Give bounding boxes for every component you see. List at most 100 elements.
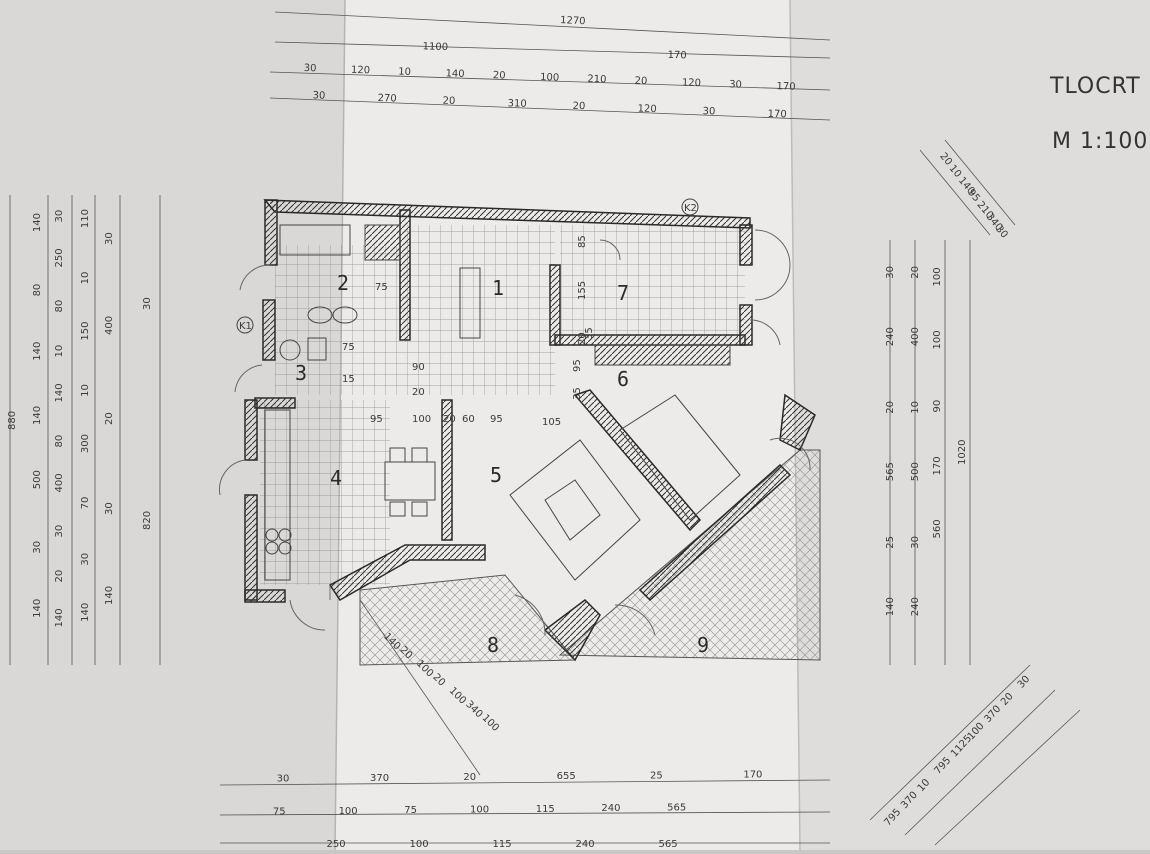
dimension-label: 100 <box>540 72 559 84</box>
annotation-k1: K1 <box>239 321 252 332</box>
dimension-label: 95 <box>490 414 503 425</box>
dimension-label: 1270 <box>560 15 586 27</box>
annotation-k2: K2 <box>684 203 697 214</box>
dimension-label: 115 <box>536 804 555 815</box>
dimension-label: 1020 <box>957 440 968 465</box>
dimension-label: 400 <box>104 316 115 335</box>
dimension-label: 10 <box>80 384 91 397</box>
dimension-label: 20 <box>634 76 647 87</box>
dimension-label: 30 <box>104 232 115 245</box>
dimension-label: 10 <box>54 345 65 358</box>
dimension-label: 565 <box>667 802 686 813</box>
dimension-label: 140 <box>32 406 43 425</box>
dimension-label: 20 <box>104 412 115 425</box>
dimension-label: 35 <box>572 387 583 400</box>
dimension-label: 20 <box>885 401 896 414</box>
dimension-label: 100 <box>932 267 943 286</box>
drawing-scale: M 1:100 <box>1052 129 1148 154</box>
dimension-label: 240 <box>576 839 595 850</box>
room-number: 9 <box>697 633 709 657</box>
dimension-label: 90 <box>412 362 425 373</box>
dimension-label: 400 <box>910 327 921 346</box>
dimension-label: 75 <box>273 807 286 818</box>
dimension-label: 155 <box>577 281 588 300</box>
dimension-label: 30 <box>277 774 290 785</box>
furniture <box>264 224 741 581</box>
dimension-label: 30 <box>54 210 65 223</box>
dimension-label: 565 <box>659 839 678 850</box>
dimension-label: 140 <box>54 383 65 402</box>
dimension-label: 30 <box>32 541 43 554</box>
dimension-label: 400 <box>54 473 65 492</box>
dimension-label: 1100 <box>422 41 448 53</box>
dimension-label: 20 <box>910 266 921 279</box>
dimension-label: 170 <box>767 109 786 121</box>
dimension-label: 565 <box>885 462 896 481</box>
dimension-label: 25 <box>885 536 896 549</box>
dimension-label: 240 <box>885 327 896 346</box>
drawing-title: TLOCRT <box>1049 74 1141 99</box>
dimension-label: 30 <box>702 106 715 117</box>
dimension-label: 20 <box>572 101 585 112</box>
dimension-label: 105 <box>542 417 561 428</box>
dimension-label: 120 <box>682 77 701 89</box>
dimension-label: 500 <box>910 462 921 481</box>
dimension-label: 140 <box>104 586 115 605</box>
dimension-label: 140 <box>54 608 65 627</box>
dimension-label: 140 <box>445 68 464 80</box>
dimension-label: 30 <box>142 297 153 310</box>
room-number: 4 <box>330 466 342 490</box>
dimension-label: 60 <box>462 414 475 425</box>
dimension-label: 100 <box>339 806 358 817</box>
dimension-label: 140 <box>885 597 896 616</box>
dimension-label: 110 <box>80 209 91 228</box>
dimension-label: 170 <box>743 769 762 780</box>
dimension-label: 30 <box>304 63 317 74</box>
door-swings <box>219 229 811 636</box>
dimension-label: 25 <box>650 770 663 781</box>
dimension-label: 20 <box>493 70 506 81</box>
dimension-label: 100 <box>470 805 489 816</box>
dimension-label: 30 <box>885 266 896 279</box>
dimension-label: 140 <box>32 213 43 232</box>
dimension-label: 20 <box>54 570 65 583</box>
dimension-label: 250 <box>54 248 65 267</box>
dimension-label: 140 <box>80 603 91 622</box>
dimension-label: 30 <box>312 90 325 101</box>
dimension-label: 90 <box>932 400 943 413</box>
dimension-label: 95 <box>370 414 383 425</box>
dimension-label: 100 <box>412 414 431 425</box>
walls <box>244 199 816 662</box>
dimension-label: 820 <box>142 511 153 530</box>
dimension-label: 20 <box>443 414 456 425</box>
dimension-label: 80 <box>54 300 65 313</box>
dimension-label: 310 <box>507 98 526 110</box>
dimension-lines <box>9 11 1081 846</box>
dimension-label: 30 <box>104 502 115 515</box>
dimension-label: 560 <box>932 519 943 538</box>
dimension-label: 15 <box>342 374 355 385</box>
dimension-label: 140 <box>32 599 43 618</box>
room-number: 8 <box>487 633 499 657</box>
dimension-label: 210 <box>587 74 606 86</box>
dimension-label: 20 <box>412 387 425 398</box>
dimension-label: 30 <box>729 79 742 90</box>
dimension-label: 85 <box>577 235 588 248</box>
dimension-label: 70 <box>80 497 91 510</box>
dimension-label: 300 <box>80 434 91 453</box>
room-number: 6 <box>617 367 629 391</box>
dimension-label: 170 <box>667 50 686 62</box>
dimension-label: 500 <box>32 470 43 489</box>
room-number: 3 <box>295 361 307 385</box>
dimension-label: 80 <box>32 284 43 297</box>
dimension-label: 150 <box>80 322 91 341</box>
dimension-label: 170 <box>776 81 795 93</box>
dimension-label: 20 <box>442 96 455 107</box>
dimension-label: 75 <box>404 805 417 816</box>
dimension-label: 95 <box>572 359 583 372</box>
dimension-label: 370 <box>370 773 389 784</box>
room-number: 1 <box>492 276 504 300</box>
dimension-label: 10 <box>398 67 411 78</box>
dimension-label: 240 <box>601 803 620 814</box>
